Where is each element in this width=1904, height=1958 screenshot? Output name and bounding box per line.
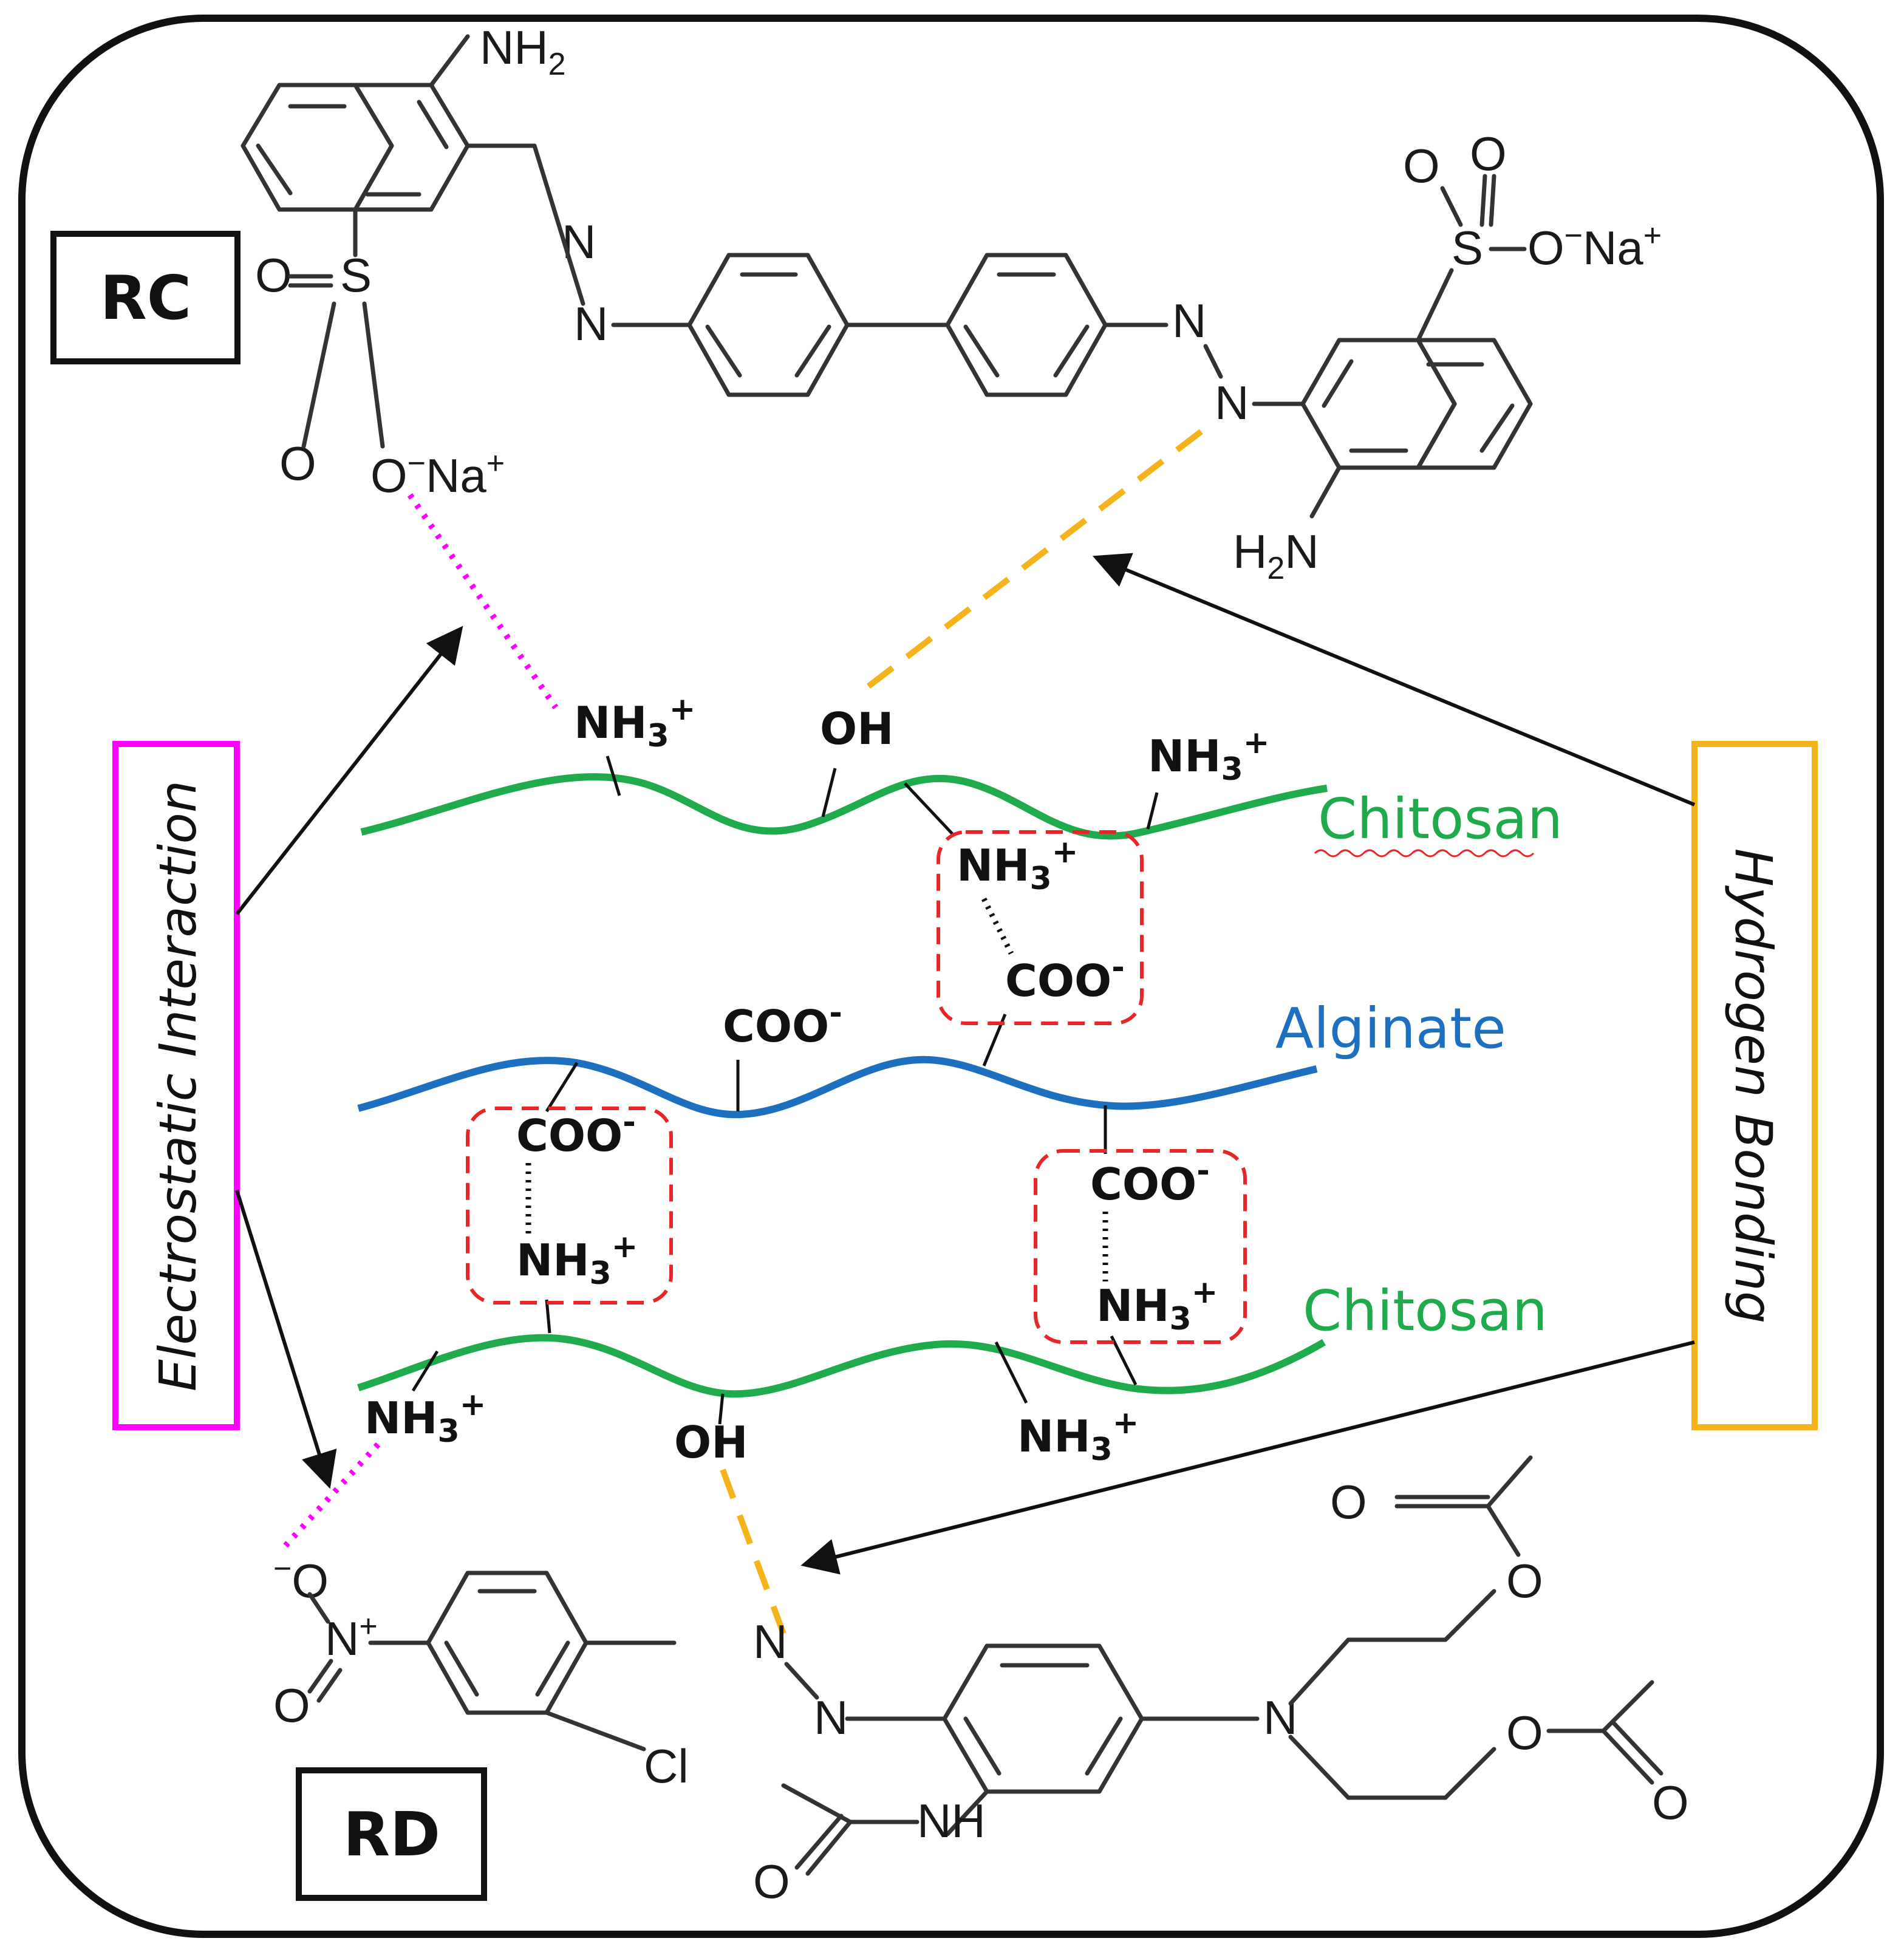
electrostatic-label: Electrostatic Interaction	[148, 780, 208, 1391]
chitosan-label-bottom: Chitosan	[1303, 1278, 1547, 1343]
rc-azo-n3: N	[1172, 294, 1206, 347]
oh-group-top: OH	[820, 703, 893, 754]
arrow-electrostatic-to-rc	[235, 626, 463, 915]
rd-label-box: RD	[296, 1767, 487, 1901]
outer-frame	[18, 15, 1884, 1938]
alginate-label: Alginate	[1275, 996, 1506, 1061]
ionic-bond-1	[981, 897, 1014, 955]
coo-group-alginate: COO-	[723, 995, 842, 1052]
rc-nh2-top: NH2	[480, 21, 566, 82]
nh3-group-box-3: NH3+	[1096, 1274, 1218, 1337]
rc-label-box: RC	[50, 231, 241, 364]
arrow-hydrogen-to-rc	[1092, 553, 1696, 807]
rd-cl: Cl	[644, 1739, 689, 1793]
rc-sulfonate-o1-right: O	[1403, 139, 1440, 193]
chitosan-label-top: Chitosan	[1318, 786, 1563, 851]
rc-h2n-bottom: H2N	[1233, 525, 1319, 586]
rc-sulfonate-s-right: S	[1452, 221, 1483, 275]
rc-sulfonate-o1-left: O	[255, 248, 292, 302]
hydrogen-link-rc	[866, 426, 1208, 689]
coo-group-box-2: COO-	[516, 1104, 636, 1161]
arrow-hydrogen-to-rd	[800, 1340, 1695, 1575]
rd-ester-o-lower: O	[1506, 1706, 1543, 1759]
rd-nitro-o: O	[273, 1679, 310, 1732]
nh3-group-bottom-right: NH3+	[1017, 1405, 1139, 1468]
electrostatic-link-rc	[407, 493, 559, 709]
rc-sulfonate-o2-left: O	[279, 437, 316, 490]
oh-group-bottom: OH	[674, 1417, 748, 1468]
nh3-group-bottom-left: NH3+	[364, 1387, 486, 1450]
rc-molecule: NH2 N N S O O O−Na+ N N	[241, 21, 1662, 586]
rd-label: RD	[343, 1799, 440, 1870]
rc-sulfonate-s-left: S	[340, 248, 372, 302]
hydrogen-bonding-box: Hydrogen Bonding	[1691, 741, 1818, 1430]
rd-nitro-n: N+	[325, 1609, 378, 1665]
coo-group-box-1: COO-	[1005, 949, 1125, 1006]
rc-azo-n2: N	[574, 297, 608, 350]
ionic-pair-box-3	[1034, 1149, 1247, 1344]
hydrogen-label: Hydrogen Bonding	[1724, 848, 1783, 1324]
rd-ester-o-upper: O	[1506, 1554, 1543, 1608]
nh3-group-top-left: NH3+	[574, 691, 695, 754]
rc-azo-n1: N	[562, 215, 596, 268]
arrow-electrostatic-to-rd	[235, 1190, 337, 1489]
rd-molecule: −O N+ O Cl N N NH O N	[273, 1455, 1689, 1908]
nh3-group-box-1: NH3+	[957, 834, 1078, 897]
rd-nh: NH	[917, 1794, 986, 1847]
electrostatic-link-rd	[283, 1437, 385, 1548]
nh3-group-box-2: NH3+	[516, 1229, 638, 1292]
hydrogen-link-rd	[720, 1468, 787, 1635]
rd-ester-co-upper: O	[1330, 1475, 1367, 1529]
nh3-group-top-right: NH3+	[1148, 725, 1269, 788]
rc-o-minus-left: O−Na+	[370, 446, 505, 502]
rc-label: RC	[100, 262, 191, 333]
rd-ester-co-lower: O	[1652, 1776, 1689, 1829]
rc-sulfonate-o2-right: O	[1470, 127, 1507, 180]
rc-o-minus-right: O−Na+	[1527, 218, 1662, 275]
rd-nitro-o-minus: −O	[273, 1551, 329, 1608]
chitosan-chain-bottom	[357, 1334, 1326, 1398]
chitosan-chain-top	[360, 773, 1328, 840]
rc-azo-n4: N	[1215, 376, 1249, 429]
rd-acetamide-o: O	[753, 1855, 790, 1908]
spell-underline	[1314, 849, 1535, 858]
alginate-chain	[357, 1056, 1318, 1119]
ionic-pair-box-1	[937, 830, 1144, 1025]
rd-azo-n2: N	[814, 1691, 848, 1744]
coo-group-box-3: COO-	[1090, 1153, 1210, 1210]
rd-azo-n1: N	[753, 1615, 787, 1668]
electrostatic-interaction-box: Electrostatic Interaction	[112, 741, 240, 1430]
